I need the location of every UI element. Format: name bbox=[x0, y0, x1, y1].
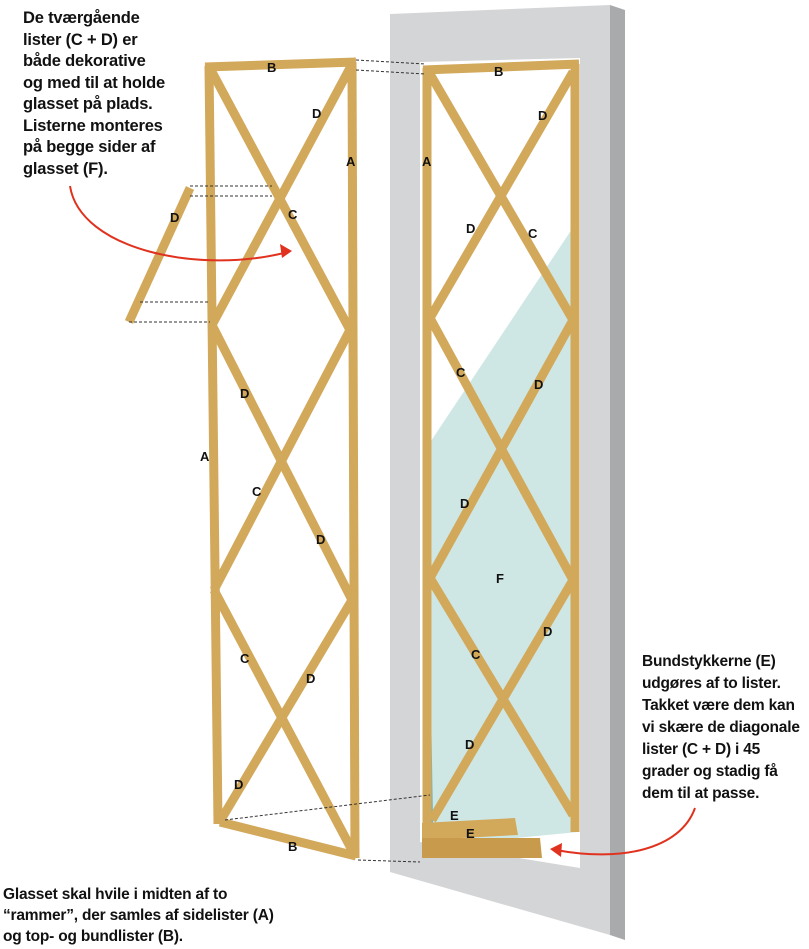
caption-cross-strips: De tværgående lister (C + D) er både dek… bbox=[23, 9, 165, 178]
guide-lines bbox=[129, 59, 431, 863]
label-a: A bbox=[200, 449, 210, 464]
label-c: C bbox=[288, 207, 298, 222]
label-d: D bbox=[312, 106, 321, 121]
label-f: F bbox=[496, 571, 504, 586]
label-d: D bbox=[306, 671, 315, 686]
label-d: D bbox=[534, 377, 543, 392]
arrow-to-frame bbox=[69, 185, 289, 262]
label-d: D bbox=[538, 108, 547, 123]
label-d: D bbox=[460, 496, 469, 511]
label-b: B bbox=[288, 839, 297, 854]
label-e: E bbox=[466, 826, 475, 841]
arrow-to-bottom-pieces bbox=[555, 807, 696, 856]
door-panel-side bbox=[610, 5, 625, 940]
left-frame bbox=[204, 57, 360, 861]
label-d: D bbox=[465, 737, 474, 752]
label-c: C bbox=[456, 365, 466, 380]
label-b: B bbox=[267, 60, 276, 75]
label-c: C bbox=[528, 226, 538, 241]
label-a: A bbox=[422, 154, 432, 169]
label-e: E bbox=[450, 808, 459, 823]
label-c: C bbox=[252, 484, 262, 499]
label-b: B bbox=[494, 64, 503, 79]
label-d: D bbox=[240, 386, 249, 401]
arrow-head-right bbox=[550, 843, 562, 857]
label-d: D bbox=[466, 221, 475, 236]
label-d: D bbox=[543, 624, 552, 639]
label-d: D bbox=[316, 532, 325, 547]
caption-bottom-pieces: Bundstykkerne (E) udgøres af to lister. … bbox=[642, 653, 800, 802]
bottom-piece-e2 bbox=[422, 838, 542, 858]
label-c: C bbox=[240, 651, 250, 666]
bottom-piece-e1 bbox=[422, 818, 518, 840]
right-frame bbox=[422, 59, 580, 832]
arrow-head-left bbox=[280, 244, 292, 258]
label-a: A bbox=[346, 154, 356, 169]
label-d: D bbox=[234, 777, 243, 792]
label-c: C bbox=[471, 647, 481, 662]
caption-glass-frames: Glasset skal hvile i midten af to “ramme… bbox=[3, 886, 274, 945]
part-labels: B D A C D D A C D C D D B B D A D C C D … bbox=[170, 60, 552, 854]
label-d: D bbox=[170, 210, 179, 225]
